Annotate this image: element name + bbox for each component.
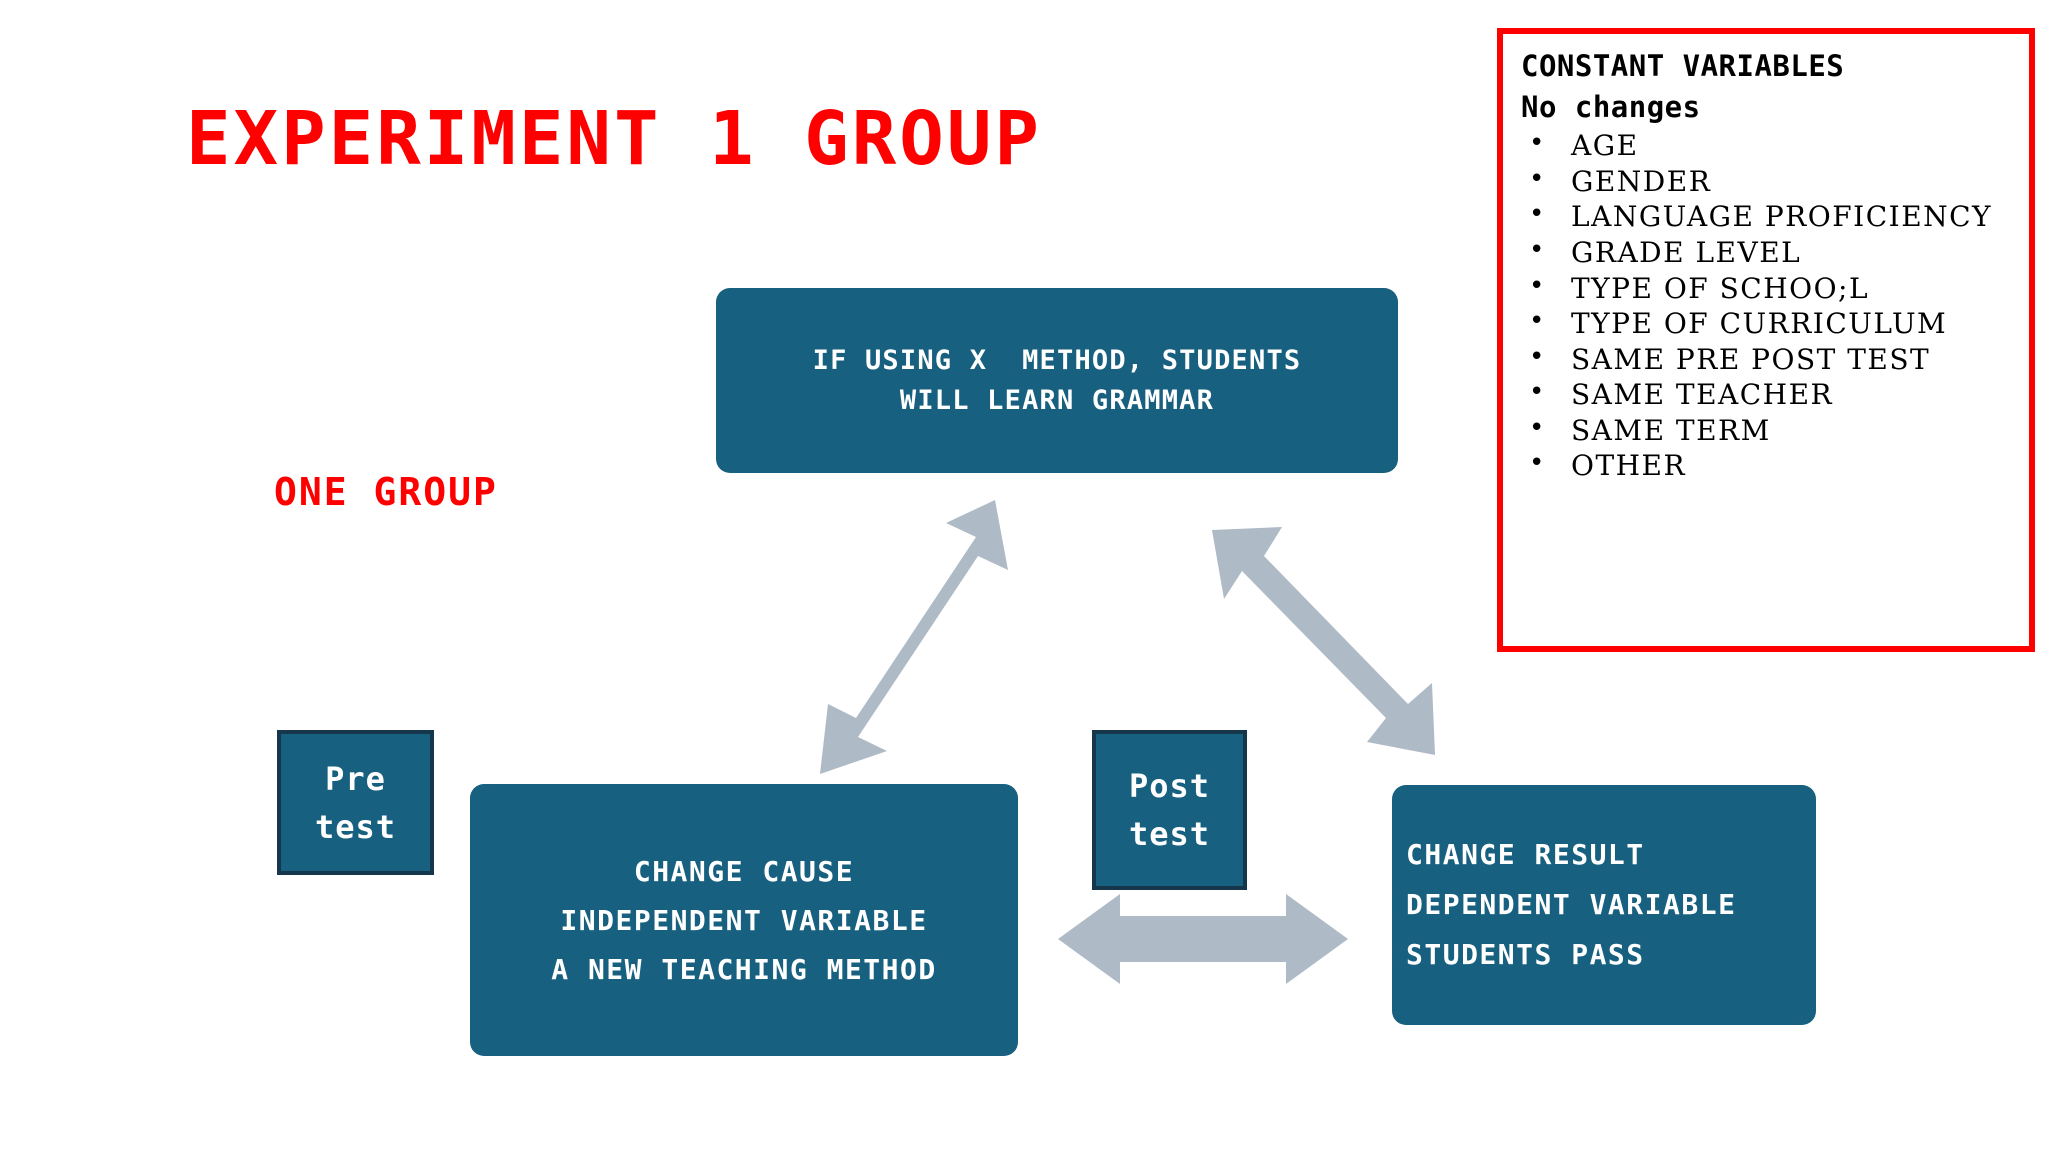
bullet-icon: • [1529, 163, 1546, 194]
pre-test-box[interactable]: Pre test [277, 730, 434, 875]
list-item-label: LANGUAGE PROFICIENCY [1571, 200, 1993, 234]
cause-line-2: INDEPENDENT VARIABLE [560, 903, 928, 937]
list-item: • GENDER [1521, 164, 2019, 200]
bullet-icon: • [1529, 341, 1546, 372]
independent-variable-box[interactable]: CHANGE CAUSE INDEPENDENT VARIABLE A NEW … [470, 784, 1018, 1056]
one-group-label: ONE GROUP [274, 470, 498, 514]
list-item: • SAME TEACHER [1521, 377, 2019, 413]
list-item-label: GRADE LEVEL [1571, 235, 1802, 269]
page-title: EXPERIMENT 1 GROUP [186, 96, 1042, 182]
post-test-line-2: test [1128, 815, 1211, 853]
post-test-box[interactable]: Post test [1092, 730, 1247, 890]
constant-variables-list: • AGE • GENDER • LANGUAGE PROFICIENCY • GRAD… [1521, 128, 2019, 483]
list-item: • SAME TERM [1521, 413, 2019, 449]
list-item-label: GENDER [1571, 164, 1712, 198]
pre-test-line-1: Pre [325, 759, 386, 798]
pre-test-line-2: test [314, 807, 397, 846]
dependent-variable-box[interactable]: CHANGE RESULT DEPENDENT VARIABLE STUDENT… [1392, 785, 1816, 1025]
list-item: • LANGUAGE PROFICIENCY [1521, 199, 2019, 235]
constant-variables-panel: CONSTANT VARIABLES No changes • AGE • GEND… [1497, 28, 2035, 652]
bullet-icon: • [1529, 128, 1546, 159]
bullet-icon: • [1529, 199, 1546, 230]
bullet-icon: • [1529, 234, 1546, 265]
list-item-label: SAME TEACHER [1571, 378, 1834, 412]
list-item: • TYPE OF SCHOO;L [1521, 271, 2019, 307]
list-item-label: TYPE OF SCHOO;L [1571, 271, 1870, 305]
hypothesis-to-result-arrow [1212, 527, 1435, 755]
list-item: • GRADE LEVEL [1521, 235, 2019, 271]
bullet-icon: • [1529, 270, 1546, 301]
list-item-label: SAME PRE POST TEST [1571, 342, 1931, 376]
bullet-icon: • [1529, 306, 1546, 337]
list-item: • OTHER [1521, 448, 2019, 484]
list-item: • TYPE OF CURRICULUM [1521, 306, 2019, 342]
hypothesis-line-1: IF USING X METHOD, STUDENTS [812, 345, 1302, 377]
hypothesis-line-2: WILL LEARN GRAMMAR [899, 384, 1215, 416]
cause-line-1: CHANGE CAUSE [633, 854, 855, 888]
bullet-icon: • [1529, 377, 1546, 408]
cause-line-3: A NEW TEACHING METHOD [551, 952, 937, 986]
result-line-2: DEPENDENT VARIABLE [1406, 888, 1737, 922]
result-line-3: STUDENTS PASS [1406, 937, 1645, 971]
bullet-icon: • [1529, 448, 1546, 479]
bullet-icon: • [1529, 412, 1546, 443]
result-line-1: CHANGE RESULT [1406, 838, 1645, 872]
list-item: • AGE [1521, 128, 2019, 164]
list-item-label: SAME TERM [1571, 413, 1771, 447]
cause-to-hypothesis-arrow [820, 500, 1008, 774]
constants-heading-2: No changes [1521, 90, 1701, 125]
list-item-label: AGE [1571, 129, 1639, 163]
post-test-line-1: Post [1128, 767, 1211, 805]
cause-to-result-arrow [1058, 894, 1348, 984]
hypothesis-box[interactable]: IF USING X METHOD, STUDENTS WILL LEARN G… [716, 288, 1398, 473]
list-item-label: TYPE OF CURRICULUM [1571, 307, 1948, 341]
list-item-label: OTHER [1571, 449, 1687, 483]
constants-heading-1: CONSTANT VARIABLES [1521, 49, 1845, 83]
list-item: • SAME PRE POST TEST [1521, 342, 2019, 378]
